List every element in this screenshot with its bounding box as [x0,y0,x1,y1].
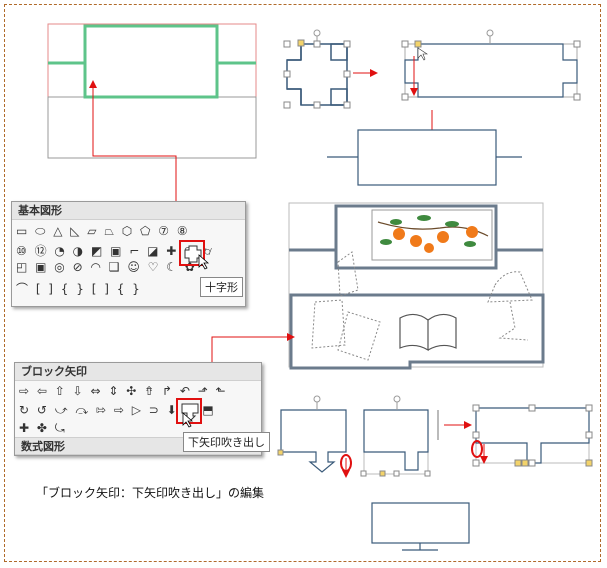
small-cross-shape [283,29,351,109]
callout-edit-step1 [277,395,352,478]
callout-edit-step2 [360,395,439,477]
shapes-row-4[interactable]: ⌒ [ ] { } [ ] { } [16,282,142,296]
mouse-cursor-icon-2 [182,412,194,428]
red-arrow-right-2 [444,421,472,429]
shapes-row-2[interactable]: ⑩ ⑫ ◔ ◑ ◩ ▣ ⌐ ◪ ✚ ▢ ⌭ [16,244,214,258]
wide-shape-editing [401,29,581,101]
caption-text: 「ブロック矢印：下矢印吹き出し」の編集 [36,486,265,500]
down-arrow-callout-tooltip: 下矢印吹き出し [183,432,270,452]
cross-shape-icon[interactable] [179,240,205,266]
final-callout-shape [371,502,470,551]
arrows-row-2[interactable]: ↻ ↺ ⤻ ⤼ ⇰ ⇨ ▷ ⊃ ⬇ ⬉ ⬒ [19,403,216,417]
cross-shape-tooltip: 十字形 [200,277,243,297]
red-arrow-right-1 [353,69,378,77]
open-book-art [399,313,457,352]
page-frame [4,4,601,562]
shapes-row-1[interactable]: ▭ ⬭ △ ◺ ▱ ⏢ ⬡ ⬠ ⑦ ⑧ [16,224,190,238]
red-connector-1 [89,80,177,236]
orange-branch-art [377,215,489,253]
desk-illustration [288,202,545,370]
basic-shapes-title: 基本図形 [12,202,245,220]
block-arrows-title: ブロック矢印 [15,363,261,381]
mouse-cursor-icon [198,254,210,270]
shapes-row-3[interactable]: ◰ ▣ ◎ ⊘ ◠ ❑ ☺ ♡ ☾ ✿ [16,260,197,274]
cross-shape-diagram [47,23,257,159]
arrows-row-1[interactable]: ⇨ ⇦ ⇧ ⇩ ⇔ ⇕ ✣ ⇮ ↱ ↶ ⬏ ⬑ [19,384,228,398]
result-wide-cross [327,129,522,186]
arrows-row-3[interactable]: ✚ ✤ ⤿ [19,421,67,435]
callout-edit-step3 [471,404,593,467]
sketch-objects [311,251,533,361]
